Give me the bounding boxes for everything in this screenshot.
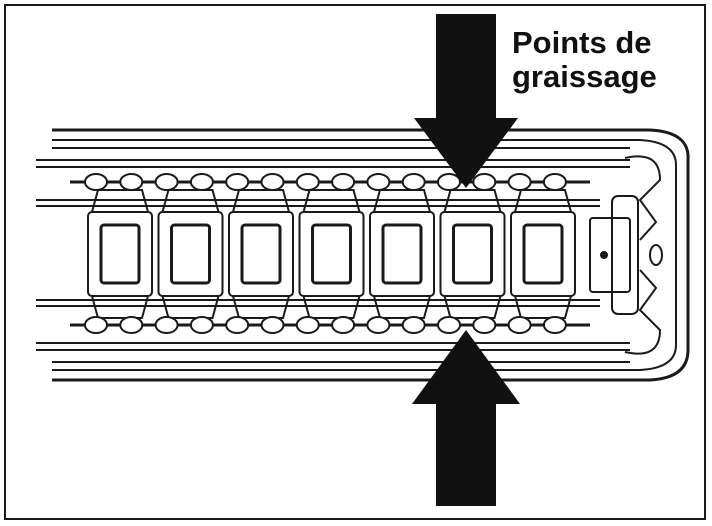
bearing-ball (507, 316, 532, 334)
bearing-ball (331, 173, 356, 191)
caption-line-2: graissage (512, 59, 657, 94)
upper-ball-row (84, 173, 567, 191)
cage-tab (161, 295, 220, 319)
bearing-ball (472, 316, 497, 334)
cage-window (452, 223, 493, 285)
arrow-up-icon (412, 330, 520, 506)
bearing-ball (154, 173, 179, 191)
bearing-ball (401, 316, 426, 334)
cage-window (99, 223, 141, 285)
bearing-ball (225, 173, 250, 191)
bearing-ball (331, 316, 356, 334)
cage-tab (373, 189, 431, 213)
cage-tab (91, 295, 149, 319)
inner-rail (36, 159, 630, 351)
cage-tab (443, 295, 502, 319)
cage-window-frame (510, 211, 576, 297)
bearing-ball (437, 316, 461, 334)
cage-window-frame (439, 211, 506, 297)
cage-tab (161, 189, 220, 213)
bearing-ball (542, 316, 567, 334)
cage-window (522, 223, 564, 285)
cage-window-frame (157, 211, 224, 297)
bearing-ball (507, 173, 532, 191)
cage-tab (302, 189, 361, 213)
bearing-ball (295, 173, 320, 191)
cage-tab (232, 189, 290, 213)
cage-window (311, 223, 352, 285)
bearing-ball (119, 316, 144, 334)
cage-window-frame (298, 211, 365, 297)
bearing-ball (542, 173, 567, 191)
cage-window (240, 223, 282, 285)
cage-window-frame (369, 211, 435, 297)
cage-tab (232, 295, 290, 319)
bearing-ball (84, 316, 108, 334)
cage-tab (91, 189, 149, 213)
ball-cage (87, 189, 576, 319)
cage-tab (514, 295, 572, 319)
cage-window (170, 223, 211, 285)
bearing-ball (260, 173, 285, 191)
outer-rail (52, 128, 690, 382)
lower-ball-row (84, 316, 567, 334)
bearing-ball (154, 316, 179, 334)
bearing-ball (119, 173, 144, 191)
cage-window (381, 223, 423, 285)
cage-tab (514, 189, 572, 213)
bearing-ball (472, 173, 497, 191)
bearing-ball (84, 173, 108, 191)
caption-line-1: Points de (512, 25, 652, 60)
lubrication-points-label: Points de graissage (512, 26, 692, 94)
bearing-ball (225, 316, 250, 334)
bearing-ball (295, 316, 320, 334)
cage-window-frame (87, 211, 153, 297)
bearing-ball (189, 316, 214, 334)
bearing-ball (366, 173, 391, 191)
cage-tab (302, 295, 361, 319)
bearing-ball (366, 316, 391, 334)
end-bracket (589, 155, 663, 355)
bearing-ball (189, 173, 214, 191)
cage-window-frame (228, 211, 294, 297)
bearing-ball (401, 173, 426, 191)
bearing-ball (437, 173, 461, 191)
cage-tab (443, 189, 502, 213)
bearing-ball (260, 316, 285, 334)
arrow-down-icon (414, 14, 518, 188)
cage-tab (373, 295, 431, 319)
